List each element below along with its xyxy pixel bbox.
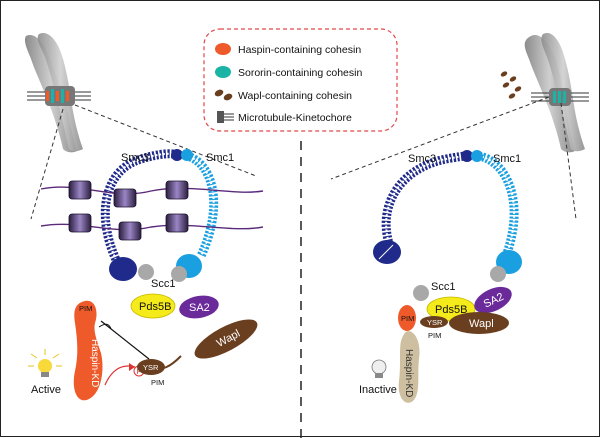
ysr-label-right: YSR: [427, 318, 443, 327]
haspin-pim-right: [398, 305, 416, 331]
scc1-left-2: [171, 266, 187, 282]
zoom-line-left-1: [30, 108, 64, 220]
smc1-label-left: Smc1: [206, 152, 234, 164]
wapl-ysr-left: [137, 359, 165, 375]
sororin-legend-icon: [215, 66, 231, 78]
legend-box: [203, 28, 398, 132]
pds5b-label-left: Pds5B: [139, 301, 171, 313]
smc3-head-right: [373, 240, 401, 264]
pim-label-left: PIM: [79, 304, 92, 313]
wapl-legend-icon: [214, 89, 224, 97]
hook-arrow-left: [98, 323, 112, 330]
smc3-head-left: [109, 257, 137, 281]
ysr-label-left: YSR: [143, 363, 159, 372]
legend: Haspin-containing cohesin Sororin-contai…: [203, 28, 398, 132]
sa2-left: [179, 295, 219, 319]
zoom-line-right-1: [330, 96, 550, 180]
p-label-left: P: [137, 367, 142, 376]
pim-label-right-2: PIM: [428, 331, 441, 340]
legend-kinetochore: Microtubule-Kinetochore: [238, 112, 352, 124]
zoom-line-right-2: [560, 102, 577, 220]
smc3-coil-right: [381, 151, 468, 251]
pim-label-right: PIM: [401, 314, 414, 323]
lightbulb-inactive-icon: [371, 359, 387, 378]
scc1-left-1: [138, 264, 154, 280]
wapl-label-right: Wapl: [469, 318, 494, 330]
wapl-ysr-right: [420, 316, 448, 328]
smc1-coil-right: [477, 151, 519, 258]
interaction-line-left: [100, 320, 150, 360]
left-chromosome: [24, 32, 91, 153]
scc1-label-right: Scc1: [431, 281, 455, 293]
haspin-kd-label-left: Haspin-KD: [89, 339, 100, 387]
smc3-label-left: Smc3: [121, 152, 149, 164]
legend-haspin: Haspin-containing cohesin: [238, 44, 361, 56]
kinetochore-legend-icon: [217, 111, 234, 123]
active-label: Active: [31, 384, 61, 396]
smc1-coil-left: [181, 150, 219, 258]
sa2-label-left: SA2: [189, 302, 210, 314]
smc3-label-right: Smc3: [408, 153, 436, 165]
right-chromosome: [500, 32, 589, 153]
pds5b-left: [130, 293, 176, 319]
inactive-label: Inactive: [359, 384, 397, 396]
left-cohesin: Smc3 Smc1 Scc1 Pds5B SA2 PIM Haspin-KD: [28, 149, 264, 401]
legend-sororin: Sororin-containing cohesin: [238, 67, 362, 79]
pds5b-label-right: Pds5B: [435, 304, 467, 316]
right-cohesin: Smc3 Smc1 Scc1 Pds5B SA2 YSR PIM Wapl PI…: [359, 150, 522, 403]
scc1-right-2: [490, 266, 506, 282]
zoom-line-left-2: [74, 104, 257, 177]
haspin-left: [73, 300, 103, 401]
sa2-right: [474, 286, 512, 314]
scc1-label-left: Scc1: [151, 278, 175, 290]
legend-wapl: Wapl-containing cohesin: [238, 90, 352, 102]
smc1-label-right: Smc1: [493, 153, 521, 165]
haspin-legend-icon: [215, 43, 231, 55]
wapl-right: [449, 312, 509, 334]
wapl-left: [194, 319, 258, 359]
wapl-legend-icon-2: [223, 93, 233, 101]
lightbulb-active-icon: [28, 349, 62, 377]
haspin-kd-label-right: Haspin-KD: [403, 349, 414, 397]
scc1-right-1: [413, 285, 429, 301]
pim-label-left-2: PIM: [151, 378, 164, 387]
smc3-coil-left: [100, 149, 181, 269]
haspin-right: [398, 331, 420, 403]
nucleosome: [68, 180, 189, 241]
